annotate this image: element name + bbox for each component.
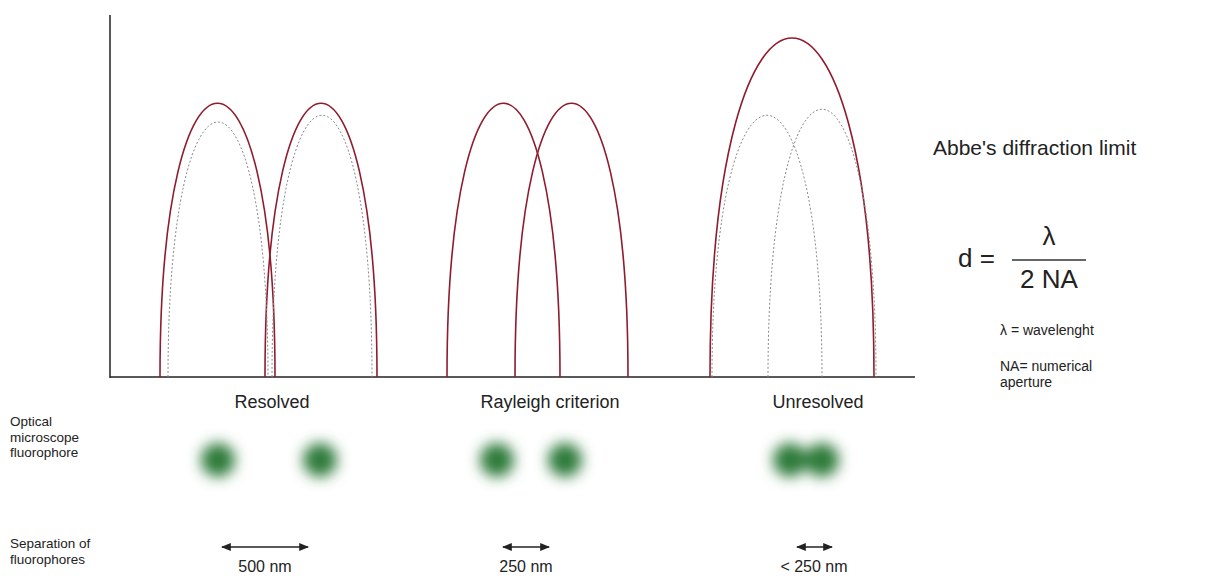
fluorophore-spot [480, 443, 514, 477]
separation-arrows [222, 546, 832, 547]
distance-value: < 250 nm [780, 558, 847, 576]
intensity-curve [515, 103, 628, 377]
separation-arrow [797, 546, 832, 547]
intensity-curve [710, 38, 874, 377]
legend-note: NA= numerical aperture [1000, 358, 1110, 390]
fluorophore-spot [201, 443, 235, 477]
fluorophore-spot [773, 443, 807, 477]
separation-arrow [222, 546, 308, 547]
single-psf-curve [768, 109, 876, 377]
y-axis [109, 15, 111, 378]
panel-label: Rayleigh criterion [480, 392, 619, 413]
legend-note: λ = wavelenght [1000, 322, 1094, 338]
row-label: Optical microscope fluorophore [10, 414, 105, 461]
intensity-curves [160, 38, 874, 377]
intensity-curve [265, 103, 377, 377]
fluorophore-spot [805, 443, 839, 477]
panel-label: Resolved [234, 392, 309, 413]
distance-value: 250 nm [499, 558, 552, 576]
single-psf-curve [168, 122, 268, 377]
fluorophore-spot [303, 443, 337, 477]
x-axis [110, 376, 915, 378]
single-psf-curves [168, 109, 876, 377]
separation-arrow [503, 546, 549, 547]
formula-term: d = [958, 244, 995, 274]
fraction-bar [1012, 259, 1086, 261]
intensity-curve [447, 103, 560, 377]
single-psf-curve [272, 115, 372, 377]
fluorophore-spot [548, 443, 582, 477]
intensity-curve [160, 103, 275, 377]
formula-term: 2 NA [1020, 265, 1078, 295]
formula-term: λ [1043, 222, 1056, 252]
formula-title: Abbe's diffraction limit [933, 136, 1136, 160]
single-psf-curve [712, 115, 822, 377]
row-label: Separation of fluorophores [10, 536, 120, 567]
panel-label: Unresolved [772, 392, 863, 413]
fluorophore-spots [201, 443, 839, 477]
distance-value: 500 nm [238, 558, 291, 576]
